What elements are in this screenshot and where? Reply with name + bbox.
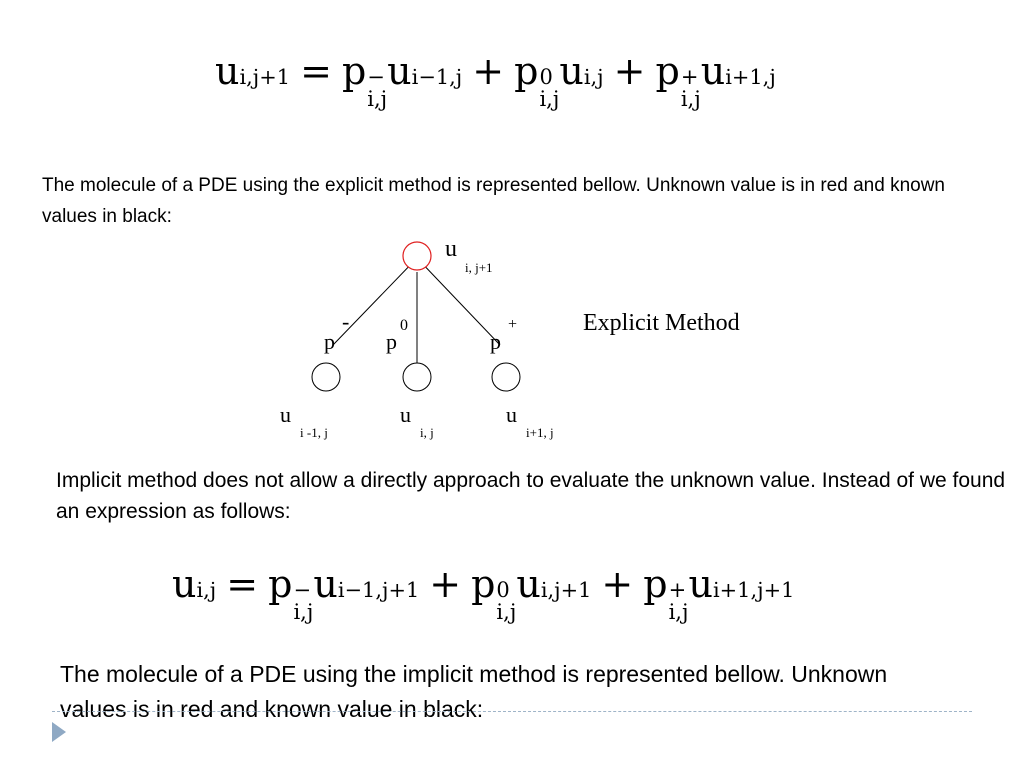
unknown-node-top: [402, 241, 432, 271]
eq1-t1-usub: i−1,j: [411, 65, 463, 89]
edge-left: [332, 257, 418, 346]
eq1-plus1: +: [472, 49, 505, 93]
edge-left-sup: -: [342, 309, 349, 334]
eq2-lhs-sub: i,j: [196, 578, 217, 602]
diagram-title: Explicit Method: [583, 310, 740, 336]
eq2-t3-sub: i,j: [668, 600, 689, 624]
edge-mid-label: p: [386, 329, 397, 354]
eq2-t2-u: u: [516, 562, 541, 606]
eq1-t1-u: u: [387, 49, 412, 93]
edge-right-label: p: [490, 329, 501, 354]
eq1-t2-p: p: [514, 49, 539, 93]
known-node-left: [311, 362, 341, 392]
eq1-t2-u: u: [559, 49, 584, 93]
explicit-molecule-diagram: u i, j+1 - p 0 p + p u i -1, j u i, j u …: [280, 236, 740, 440]
eq1-t1-sup: −: [367, 65, 385, 89]
eq1-t3-p: p: [655, 49, 680, 93]
eq1-t2-usub: i,j: [583, 65, 604, 89]
eq1-t3-sub: i,j: [680, 87, 701, 111]
eq1-t1-sub: i,j: [367, 87, 388, 111]
known-node-mid: [402, 362, 432, 392]
edge-right-sup: +: [508, 316, 517, 333]
eq2-t2-usub: i,j+1: [540, 578, 592, 602]
known-node-right: [491, 362, 521, 392]
eq2-t2-p: p: [471, 562, 496, 606]
eq1-t2-sub: i,j: [539, 87, 560, 111]
eq1-lhs-sub: i,j+1: [239, 65, 291, 89]
eq2-lhs-u: u: [172, 562, 197, 606]
explicit-description: The molecule of a PDE using the explicit…: [42, 175, 946, 227]
top-node-label: u: [445, 236, 457, 262]
eq2-t2-sup: 0: [496, 578, 510, 602]
eq1-t2-sup: 0: [539, 65, 553, 89]
eq2-plus1: +: [429, 562, 462, 606]
edge-left-label: p: [324, 329, 335, 354]
eq2-t1-sup: −: [293, 578, 312, 602]
eq1-t1-p: p: [341, 49, 367, 93]
eq1-t3-u: u: [700, 49, 726, 93]
eq2-equals: =: [226, 562, 259, 606]
eq2-t3-p: p: [643, 562, 668, 606]
bottom-right-sub: i+1, j: [526, 425, 554, 440]
eq2-t1-sub: i,j: [293, 600, 314, 624]
eq2-t3-u: u: [688, 562, 713, 606]
implicit-description: Implicit method does not allow a directl…: [56, 469, 1006, 523]
eq1-t3-usub: i+1,j: [725, 65, 776, 89]
implicit-molecule-description: The molecule of a PDE using the implicit…: [60, 661, 888, 722]
eq2-plus2: +: [601, 562, 634, 606]
bottom-mid-label: u: [400, 402, 411, 427]
bullet-triangle-icon: [52, 722, 66, 742]
bottom-mid-sub: i, j: [420, 425, 434, 440]
eq1-equals: =: [300, 49, 332, 93]
eq2-t1-p: p: [268, 562, 293, 606]
eq2-t1-usub: i−1,j+1: [337, 578, 420, 602]
top-node-sub: i, j+1: [465, 260, 493, 275]
bottom-left-sub: i -1, j: [300, 425, 328, 440]
eq2-t2-sub: i,j: [496, 600, 517, 624]
eq1-t3-sup: +: [680, 65, 699, 89]
bottom-left-label: u: [280, 402, 291, 427]
edge-mid-sup: 0: [400, 317, 408, 334]
eq2-t3-sup: +: [668, 578, 687, 602]
edge-right: [416, 257, 501, 346]
eq1-lhs-u: u: [215, 49, 240, 93]
eq2-t3-usub: i+1,j+1: [712, 578, 795, 602]
eq2-t1-u: u: [313, 562, 338, 606]
eq1-plus2: +: [613, 49, 646, 93]
bottom-right-label: u: [506, 402, 517, 427]
slide-divider: [52, 711, 972, 712]
